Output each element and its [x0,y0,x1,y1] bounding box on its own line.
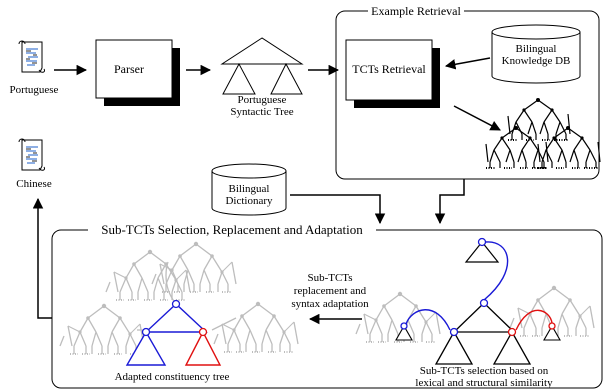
similarity-links [405,241,553,331]
bilingual-dictionary-db: Bilingual Dictionary [211,163,287,216]
portuguese-document-icon [18,40,46,73]
portuguese-syntactic-tree [220,37,304,95]
adapted-constituency-tree [125,299,222,366]
tcts-retrieval-box: TCTs Retrieval [345,39,440,108]
dictionary-line1: Bilingual [229,183,270,195]
adaptation-title: Sub-TCTs Selection, Replacement and Adap… [101,222,363,237]
adaptation-panel: Sub-TCTs Selection, Replacement and Adap… [51,222,603,389]
knowledge-db-line1: Bilingual [516,43,557,55]
tcts-retrieval-label: TCTs Retrieval [352,62,426,76]
candidate-subtct-left [395,322,413,341]
arrow-retrieval-to-adaptation [434,179,465,225]
candidate-subtct-top [464,237,500,263]
adapted-tree-label: Adapted constituency tree [115,371,230,383]
tree-label-line1: Portuguese [238,94,287,106]
dictionary-line2: Dictionary [225,195,273,207]
arrow-retrieval-to-tcts [453,105,501,131]
arrow-db-to-retrieval [444,57,491,70]
arrow-adaptation-to-chinese [32,197,52,319]
replacement-label-line1: Sub-TCTs [307,272,352,284]
tree-label-line2: Syntactic Tree [230,106,293,118]
adapted-tree-context [59,240,299,355]
example-retrieval-panel: Example Retrieval [335,4,600,180]
replacement-label-line2: replacement and [294,285,367,297]
example-retrieval-title: Example Retrieval [371,4,461,18]
bilingual-knowledge-db: Bilingual Knowledge DB [491,24,581,84]
parser-box: Parser [95,39,180,106]
replacement-label-line3: syntax adaptation [291,298,369,310]
arrow-dictionary-to-adaptation [290,194,386,225]
parser-label: Parser [114,62,144,76]
chinese-label: Chinese [16,178,52,190]
knowledge-db-line2: Knowledge DB [502,55,571,67]
selection-label-line2: lexical and structural similarity [415,377,553,389]
selection-label-line1: Sub-TCTs selection based on [420,365,549,377]
source-syntactic-tree [434,298,532,365]
portuguese-label: Portuguese [10,84,59,96]
chinese-document-icon [18,138,46,171]
